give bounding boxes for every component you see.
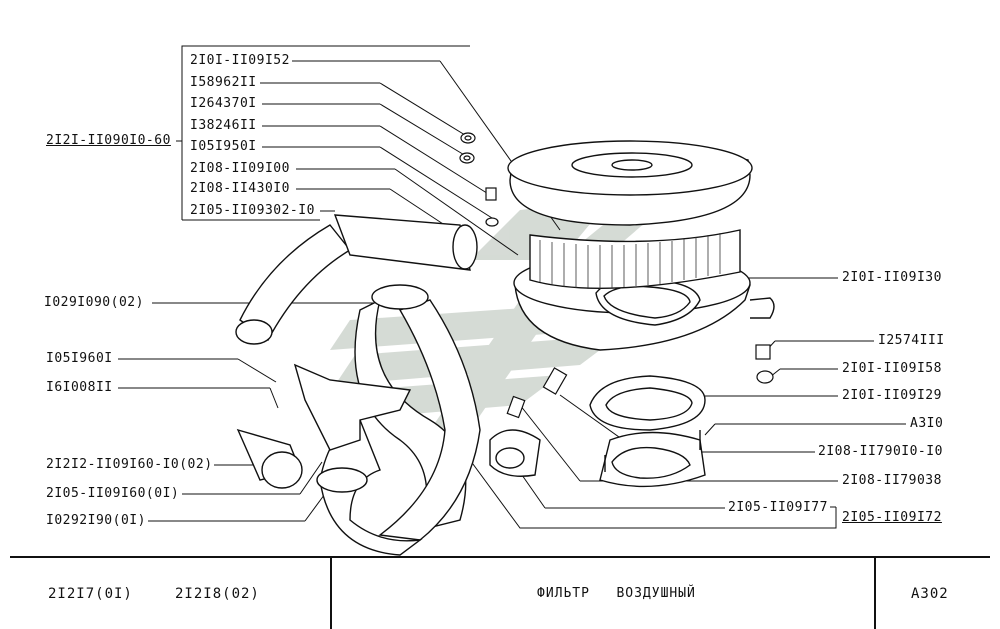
part-label: A3I0 — [910, 416, 944, 431]
part-label: 2I05-II09302-I0 — [190, 203, 315, 218]
part-label: 2I0I-II09I30 — [842, 270, 942, 285]
title-block-frame — [10, 556, 990, 629]
part-label: 2I08-II430I0 — [190, 181, 290, 196]
intake-hoses — [235, 214, 541, 556]
part-label: 2I08-II790I0-I0 — [818, 444, 943, 459]
page-number: A302 — [911, 586, 949, 602]
air-filter-housing — [507, 140, 775, 351]
part-label: 2I05-II09I72 — [842, 510, 942, 525]
part-label: I264370I — [190, 96, 257, 111]
part-label: 2I08-II09I00 — [190, 161, 290, 176]
part-label: 2I0I-II09I52 — [190, 53, 290, 68]
part-label: I05I950I — [190, 139, 257, 154]
part-label: 2I05-II09I60(0I) — [46, 486, 180, 501]
part-label: 2I0I-II09I29 — [842, 388, 942, 403]
part-label: I2574III — [878, 333, 945, 348]
part-label: 2I05-II09I77 — [728, 500, 828, 515]
part-label: I38246II — [190, 118, 257, 133]
part-label: I05I960I — [46, 351, 113, 366]
group-code-label: 2I2I-II090I0-60 — [46, 133, 171, 148]
title-block: 2I2I7(0I) 2I2I8(02) ФИЛЬТР ВОЗДУШНЫЙ A30… — [0, 555, 1000, 629]
gasket-plate — [589, 375, 706, 488]
model-code-a: 2I2I7(0I) — [48, 586, 133, 602]
model-code-b: 2I2I8(02) — [175, 586, 260, 602]
part-label: I58962II — [190, 75, 257, 90]
part-label: I0292I90(0I) — [46, 513, 146, 528]
part-label: 2I0I-II09I58 — [842, 361, 942, 376]
sheet-title: ФИЛЬТР ВОЗДУШНЫЙ — [537, 586, 696, 601]
part-label: I029I090(02) — [44, 295, 144, 310]
part-label: 2I2I2-II09I60-I0(02) — [46, 457, 213, 472]
hardware-nuts-washers — [459, 132, 774, 419]
part-label: I6I008II — [46, 380, 113, 395]
part-label: 2I08-II79038 — [842, 473, 942, 488]
